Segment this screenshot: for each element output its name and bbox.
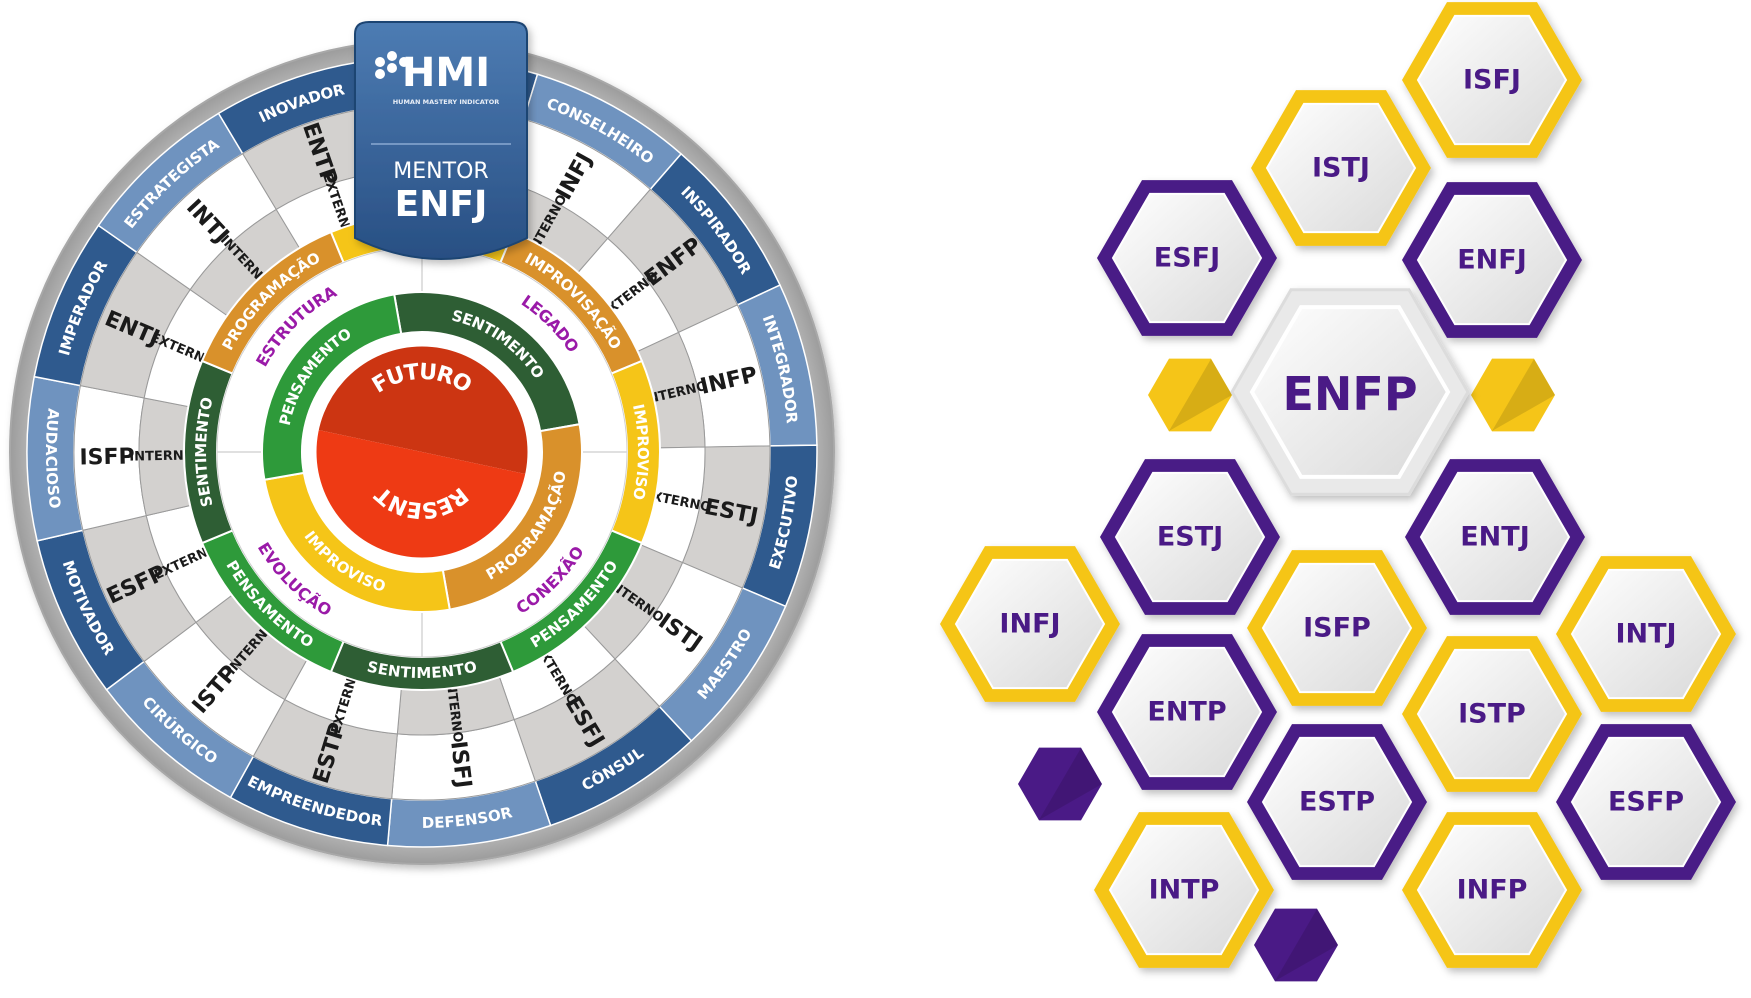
type-hex-infj: INFJ: [940, 546, 1120, 702]
type-hex-face: [1108, 824, 1260, 956]
type-hex-label: INFP: [1457, 875, 1528, 906]
type-hex-face: [1416, 648, 1568, 780]
honeycomb-accent-shade: [1492, 359, 1555, 431]
honeycomb-accent-hex: [1018, 747, 1102, 821]
badge-brand-sub: HUMAN MASTERY INDICATOR: [393, 98, 500, 106]
type-hex-entp: ENTP: [1097, 634, 1277, 790]
type-hex-face: [1265, 102, 1417, 234]
honeycomb-accent-hex: [1254, 908, 1338, 982]
type-hex-intp: INTP: [1094, 812, 1274, 968]
type-hex-label: ESTP: [1299, 787, 1375, 818]
type-hex-label: ISTP: [1458, 699, 1526, 730]
center-hex-label: ENFP: [1282, 367, 1417, 421]
type-hex-label: ESFP: [1608, 787, 1684, 818]
type-hex-intj: INTJ: [1556, 556, 1736, 712]
type-hex-face: [954, 558, 1106, 690]
type-hex-estp: ESTP: [1247, 724, 1427, 880]
type-hex-face: [1570, 736, 1722, 868]
type-hex-face: [1114, 471, 1266, 603]
type-hex-enfj: ENFJ: [1402, 182, 1582, 338]
type-label: ISFP: [79, 445, 135, 471]
center-hex-inner: [1249, 305, 1451, 479]
type-hex-label: ENFJ: [1457, 245, 1527, 276]
honeycomb-accent-shade: [1039, 748, 1102, 820]
center-bottom-half: [317, 344, 529, 475]
type-hex-face: [1416, 14, 1568, 146]
type-hex-label: INFJ: [999, 609, 1060, 640]
type-hex-face: [1111, 646, 1263, 778]
type-hex-face: [1416, 194, 1568, 326]
type-hex-esfj: ESFJ: [1097, 180, 1277, 336]
type-hex-isfp: ISFP: [1247, 550, 1427, 706]
type-hex-esfp: ESFP: [1556, 724, 1736, 880]
attitude-label: INTERNO: [129, 448, 195, 464]
type-hex-label: ENTJ: [1460, 522, 1530, 553]
honeycomb-accent-shade: [1169, 359, 1232, 431]
type-hex-infp: INFP: [1402, 812, 1582, 968]
type-label: ISFJ: [445, 740, 476, 790]
function-outer-label: IMPROVISO: [629, 402, 652, 501]
type-hex-label: INTJ: [1615, 619, 1676, 650]
type-hex-istj: ISTJ: [1251, 90, 1431, 246]
type-hex-face: [1111, 192, 1263, 324]
type-hex-label: ISFP: [1303, 613, 1371, 644]
badge-type: ENFJ: [395, 184, 488, 225]
type-hex-label: ISTJ: [1312, 153, 1370, 184]
type-hex-label: ISFJ: [1463, 65, 1521, 96]
type-hex-label: INTP: [1149, 875, 1220, 906]
type-hex-label: ESFJ: [1154, 243, 1220, 274]
type-honeycomb: ENFP ISFJ ISTJ ESFJ ENFJ ESTJ ENTJ INFJ ISFP INTJ…: [940, 2, 1736, 982]
badge-role: MENTOR: [393, 159, 488, 184]
honeycomb-accent-hex: [1148, 358, 1232, 432]
hmi-logo-icon: [375, 51, 409, 79]
type-hex-istp: ISTP: [1402, 636, 1582, 792]
type-hex-face: [1419, 471, 1571, 603]
type-hex-label: ENTP: [1147, 697, 1226, 728]
badge-shield: [354, 21, 528, 260]
type-hex-face: [1570, 568, 1722, 700]
type-hex-entj: ENTJ: [1405, 459, 1585, 615]
type-hex-face: [1261, 562, 1413, 694]
honeycomb-accent-shade: [1275, 909, 1338, 981]
type-hex-face: [1416, 824, 1568, 956]
honeycomb-accent-hex: [1471, 358, 1555, 432]
role-label: AUDACIOSO: [42, 407, 64, 509]
badge-brand: HMI: [402, 50, 490, 96]
type-hex-isfj: ISFJ: [1402, 2, 1582, 158]
type-hex-estj: ESTJ: [1100, 459, 1280, 615]
type-hex-label: ESTJ: [1157, 522, 1223, 553]
center-outline: [313, 343, 531, 561]
center-top-half: [315, 429, 527, 559]
type-hex-face: [1261, 736, 1413, 868]
